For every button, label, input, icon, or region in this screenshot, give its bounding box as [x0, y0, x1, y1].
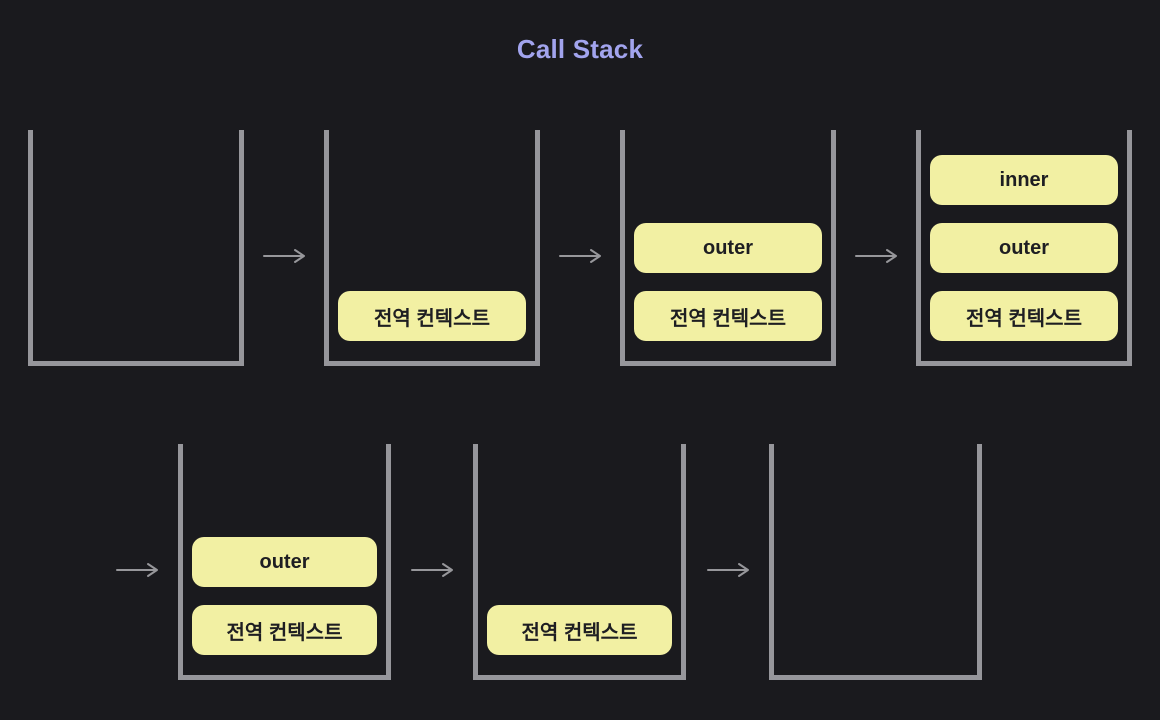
arrow-right-icon [855, 249, 897, 263]
arrow-right-icon [707, 563, 749, 577]
stack-frame-6: 전역 컨텍스트 [473, 444, 686, 680]
stack-frame-5: outer 전역 컨텍스트 [178, 444, 391, 680]
stack-item: 전역 컨텍스트 [634, 291, 822, 341]
stack-item: outer [930, 223, 1118, 273]
stack-frame-1 [28, 130, 244, 366]
stack-item: 전역 컨텍스트 [338, 291, 526, 341]
arrow-right-icon [263, 249, 305, 263]
stack-frame-2: 전역 컨텍스트 [324, 130, 540, 366]
stack-item: outer [634, 223, 822, 273]
stack-item: 전역 컨텍스트 [930, 291, 1118, 341]
arrow-right-icon [559, 249, 601, 263]
stack-item: 전역 컨텍스트 [487, 605, 672, 655]
stack-frame-4: inner outer 전역 컨텍스트 [916, 130, 1132, 366]
arrow-right-icon [116, 563, 158, 577]
stack-item: 전역 컨텍스트 [192, 605, 377, 655]
stack-item: outer [192, 537, 377, 587]
page-title: Call Stack [516, 34, 644, 64]
stack-frame-7 [769, 444, 982, 680]
stack-item: inner [930, 155, 1118, 205]
arrow-right-icon [411, 563, 453, 577]
stack-frame-3: outer 전역 컨텍스트 [620, 130, 836, 366]
